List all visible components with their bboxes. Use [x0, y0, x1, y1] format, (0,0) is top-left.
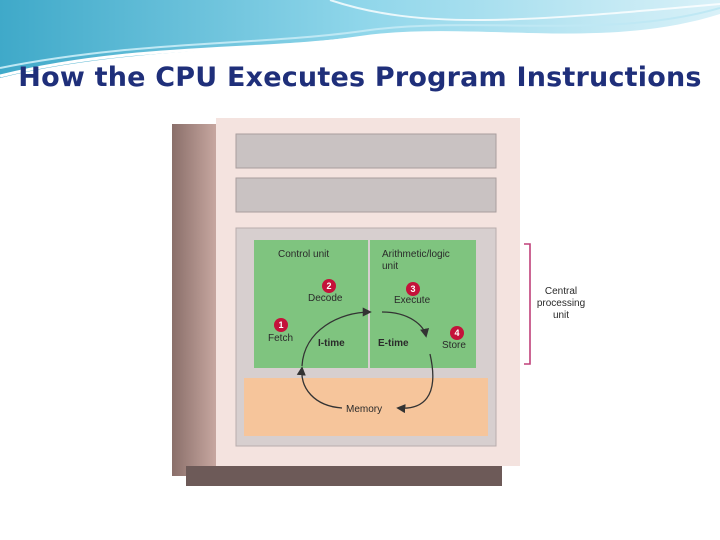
cpu-label-line1: Central — [544, 286, 578, 297]
control-unit-panel — [254, 240, 368, 368]
cycle-arrow-store-memory — [396, 353, 434, 414]
step-1-badge: 1 — [274, 318, 288, 332]
slide-title: How the CPU Executes Program Instruction… — [18, 62, 702, 93]
control-unit-label: Control unit — [278, 249, 330, 260]
header-wave-decoration — [0, 0, 720, 78]
cpu-diagram: Control unit Arithmetic/logic unit 2 Dec… — [172, 116, 590, 488]
drive-bay-1 — [235, 133, 497, 169]
cpu-bracket — [524, 243, 531, 365]
case-base — [186, 466, 502, 486]
fetch-label: Fetch — [268, 333, 294, 344]
cpu-label-line2: processing — [536, 298, 586, 309]
cycle-arrow-fetch-decode — [301, 307, 372, 367]
step-3-badge: 3 — [406, 282, 420, 296]
etime-label: E-time — [378, 338, 409, 349]
store-label: Store — [442, 340, 466, 351]
step-2-badge: 2 — [322, 279, 336, 293]
cpu-label-line3: unit — [552, 310, 570, 321]
execute-label: Execute — [394, 295, 431, 306]
step-4-badge: 4 — [450, 326, 464, 340]
alu-label-line1: Arithmetic/logic — [382, 249, 450, 260]
drive-bay-2 — [235, 177, 497, 213]
alu-label-line2: unit — [382, 261, 399, 272]
alu-panel — [370, 240, 476, 368]
cycle-arrow-decode-execute — [381, 311, 430, 338]
memory-label: Memory — [346, 404, 383, 415]
case-side — [172, 124, 216, 476]
memory-panel — [244, 378, 488, 436]
cycle-arrow-memory-fetch — [296, 366, 343, 409]
itime-label: I-time — [318, 338, 345, 349]
decode-label: Decode — [308, 293, 343, 304]
